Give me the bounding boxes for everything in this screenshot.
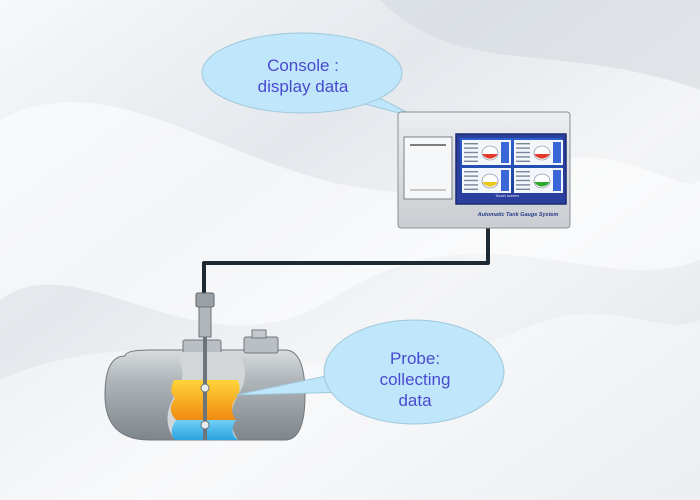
screen-tile xyxy=(462,140,511,165)
probe-bubble-line: data xyxy=(398,391,432,410)
probe-bubble-line: Probe: xyxy=(389,349,441,368)
screen-tiles xyxy=(462,140,563,193)
probe-bubble-text: Probe: collecting data xyxy=(360,348,470,411)
screen-tile xyxy=(514,168,563,193)
printer-slot xyxy=(403,136,453,200)
console-bubble-line: Console : xyxy=(267,56,339,75)
console-bubble-text: Console : display data xyxy=(238,55,368,97)
console-bubble-line: display data xyxy=(257,77,349,96)
tank-manhole-right xyxy=(243,336,279,354)
probe-rod xyxy=(203,300,207,440)
console-bubble xyxy=(201,32,419,119)
storage-tank xyxy=(104,292,306,441)
screen-tile xyxy=(462,168,511,193)
probe-float xyxy=(200,383,210,393)
console-caption: Automatic Tank Gauge System xyxy=(477,212,559,218)
screen-caption: Touch screen xyxy=(495,193,519,198)
probe-bubble xyxy=(235,319,505,425)
signal-cable xyxy=(202,222,490,296)
probe-float xyxy=(200,420,210,430)
background-wave xyxy=(0,102,700,326)
tank-manhole-left xyxy=(182,339,222,355)
console-unit xyxy=(397,111,571,229)
background-wave xyxy=(380,0,700,90)
probe-head xyxy=(195,292,215,308)
screen-tile xyxy=(514,140,563,165)
probe-bubble-line: collecting xyxy=(379,370,451,389)
